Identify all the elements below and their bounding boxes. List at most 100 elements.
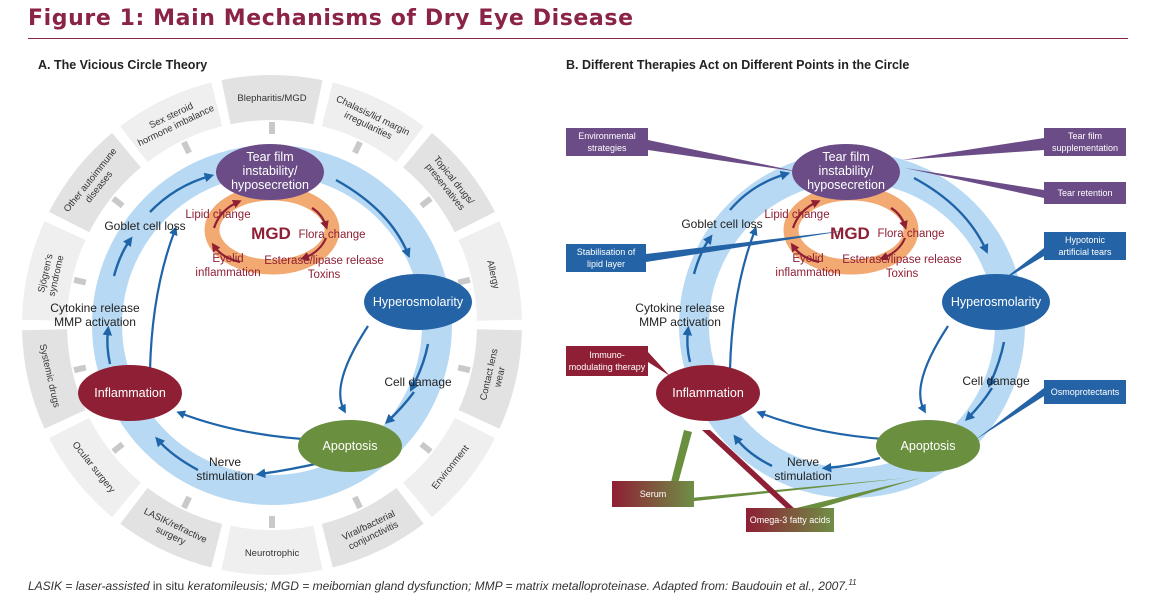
outer-ring-label-line: Neurotrophic <box>245 548 300 559</box>
figure-title: Figure 1: Main Mechanisms of Dry Eye Dis… <box>28 6 634 31</box>
node-tear-film <box>216 144 324 200</box>
outer-ring-segment <box>49 417 141 518</box>
outer-ring-segment <box>120 82 223 163</box>
outer-ring-segment <box>403 132 495 233</box>
connector-ret <box>905 168 1044 198</box>
mgd-label: MGD <box>251 224 291 243</box>
esterase-label: Esterase/lipase release <box>264 255 384 267</box>
outer-ring <box>22 75 522 576</box>
outer-ring-segment <box>321 487 424 568</box>
mgd-arrow-4 <box>212 199 242 229</box>
node-inflammation <box>78 365 182 421</box>
b-node-inflammation <box>656 365 760 421</box>
b-arrow-3 <box>964 387 994 422</box>
nerve-line2: stimulation <box>196 469 253 483</box>
arrow-tear-to-hyper <box>335 178 411 258</box>
eyelid-line1: Eyelid <box>212 253 243 265</box>
mgd-arrow-2 <box>300 237 328 261</box>
therapy-osmo-box <box>1044 380 1126 404</box>
therapy-serum-label: Serum <box>640 489 667 499</box>
therapy-ret-box <box>1044 182 1126 204</box>
therapy-hypo-box <box>1044 232 1126 260</box>
tear-line2: instability/ <box>243 164 298 178</box>
therapy-stab-box <box>566 244 646 272</box>
b-arrow-5 <box>733 434 773 468</box>
outer-ring-segment <box>458 221 522 321</box>
b-mgd-arrow-1 <box>890 207 908 230</box>
b-goblet-label: Goblet cell loss <box>681 217 762 231</box>
b-cytokine-line2: MMP activation <box>639 315 721 329</box>
therapy-serum-box <box>612 481 694 507</box>
outer-ring-arrow <box>419 196 433 209</box>
outer-ring-segment <box>22 221 86 321</box>
outer-ring-segment <box>22 329 86 429</box>
b-mgd-label: MGD <box>830 224 870 243</box>
caption-part1: LASIK = laser-assisted <box>28 579 153 593</box>
b-esterase-label: Esterase/lipase release <box>842 254 962 266</box>
arrow-inflam-to-goblet-inner <box>148 226 178 371</box>
connector-immuno <box>648 352 670 376</box>
cytokine-line1: Cytokine release <box>50 301 140 315</box>
outer-ring-arrow <box>73 276 87 286</box>
outer-ring-segment <box>49 132 141 233</box>
b-mgd-arrow-3 <box>790 242 820 264</box>
connector-omega-1 <box>702 430 796 510</box>
title-rule <box>28 38 1128 39</box>
mgd-arrow-3 <box>211 242 241 264</box>
therapy-hypo-line2: artificial tears <box>1058 247 1112 257</box>
outer-ring-arrow <box>352 495 363 510</box>
b-hyper-label: Hyperosmolarity <box>951 295 1042 309</box>
b-nerve-line2: stimulation <box>774 469 831 483</box>
outer-ring-segment <box>221 75 323 125</box>
therapy-hypo-line1: Hypotonic <box>1065 235 1106 245</box>
connector-omega-2 <box>788 478 920 514</box>
therapy-supp-box <box>1044 128 1126 156</box>
therapy-supp-line2: supplementation <box>1052 143 1118 153</box>
b-tear-line3: hyposecretion <box>807 178 885 192</box>
arrow-cell-to-apop <box>384 391 415 424</box>
b-arrow-6 <box>682 325 693 363</box>
outer-ring-label: Neurotrophic <box>245 548 300 559</box>
arrow-inflam-to-cytokine <box>102 325 113 365</box>
arrow-goblet-to-tear <box>149 172 215 213</box>
arrow-apop-to-inflam-inner <box>176 410 319 442</box>
b-eyelid-line1: Eyelid <box>792 253 823 265</box>
b-nerve-line1: Nerve <box>787 455 819 469</box>
caption-ref: 11 <box>848 578 857 587</box>
lipid-label: Lipid change <box>185 209 250 221</box>
b-mgd-arrow-2 <box>879 237 907 261</box>
b-tear-line1: Tear film <box>822 150 869 164</box>
apop-label: Apoptosis <box>323 439 378 453</box>
therapy-ret-label: Tear retention <box>1057 188 1112 198</box>
b-lipid-label: Lipid change <box>764 209 829 221</box>
outer-ring-segment <box>221 525 323 576</box>
outer-ring-arrow <box>111 441 125 454</box>
outer-ring-label-line: Blepharitis/MGD <box>237 93 306 104</box>
arrow-hyper-to-cell <box>410 343 430 392</box>
b-eyelid-line2: inflammation <box>775 267 840 279</box>
therapy-immuno-box <box>566 346 648 376</box>
outer-ring-label-line: wear <box>492 366 508 390</box>
cell-damage-label: Cell damage <box>384 375 452 389</box>
toxins-label: Toxins <box>308 269 341 281</box>
eyelid-line2: inflammation <box>195 267 260 279</box>
node-hyperosmolarity <box>364 274 472 330</box>
outer-ring-arrow <box>457 364 471 374</box>
b-apop-label: Apoptosis <box>901 439 956 453</box>
outer-ring-arrow <box>111 196 125 209</box>
b-toxins-label: Toxins <box>886 268 919 280</box>
b-cell-damage-label: Cell damage <box>962 374 1030 388</box>
connector-stab <box>646 230 850 262</box>
outer-ring-arrow <box>181 495 192 510</box>
outer-ring-arrow <box>457 276 471 286</box>
therapy-env-box <box>566 128 648 156</box>
hyper-label: Hyperosmolarity <box>373 295 464 309</box>
b-node-hyperosmolarity <box>942 274 1050 330</box>
connector-serum-2 <box>668 478 906 504</box>
outer-ring-arrow <box>352 140 363 155</box>
therapy-immuno-line1: Immuno- <box>589 350 625 360</box>
b-arrow-11 <box>917 325 949 414</box>
b-arrow-9 <box>756 410 899 442</box>
